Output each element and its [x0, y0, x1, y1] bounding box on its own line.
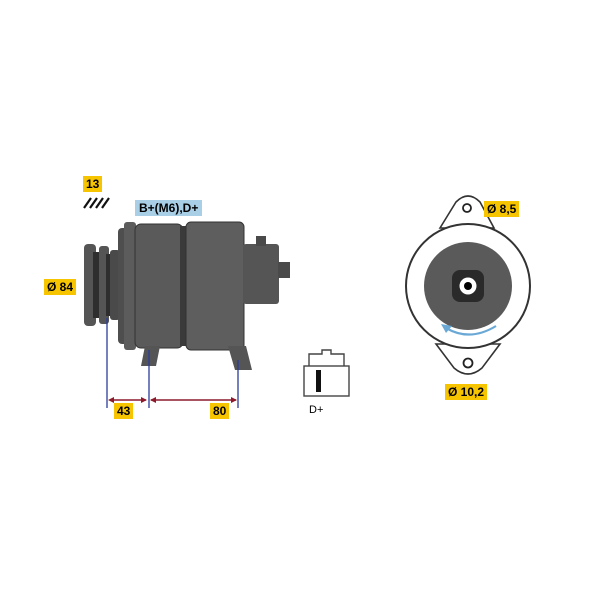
connector-pin-label: D+: [309, 404, 324, 416]
dimension-43-label: 43: [114, 403, 134, 419]
rear-housing: [186, 222, 244, 350]
alternator-front-view: [405, 195, 531, 375]
dimension-80-label: 80: [210, 403, 230, 419]
section-hatch-icon: [83, 197, 110, 209]
code-label: 13: [83, 176, 103, 192]
counter-clockwise-arrow-icon: [441, 324, 497, 336]
stator: [180, 226, 188, 346]
lower-mount-hole: [462, 357, 474, 369]
alternator-side-view: [84, 221, 290, 408]
reference-lines: [106, 318, 239, 408]
terminal-block: [243, 244, 279, 304]
mount-hole-top-label: Ø 8,5: [484, 201, 520, 217]
dimension-lines: [108, 397, 237, 403]
pulley: [84, 244, 120, 326]
upper-mount-hole: [462, 203, 472, 213]
front-mount-foot: [141, 346, 160, 366]
pulley-diameter-label: Ø 84: [44, 279, 77, 295]
rear-mount-foot: [228, 346, 252, 370]
connector-symbol: [303, 349, 350, 397]
mount-hole-bottom-label: Ø 10,2: [445, 384, 488, 400]
front-housing: [135, 224, 183, 348]
terminals-label: B+(M6),D+: [135, 200, 203, 216]
